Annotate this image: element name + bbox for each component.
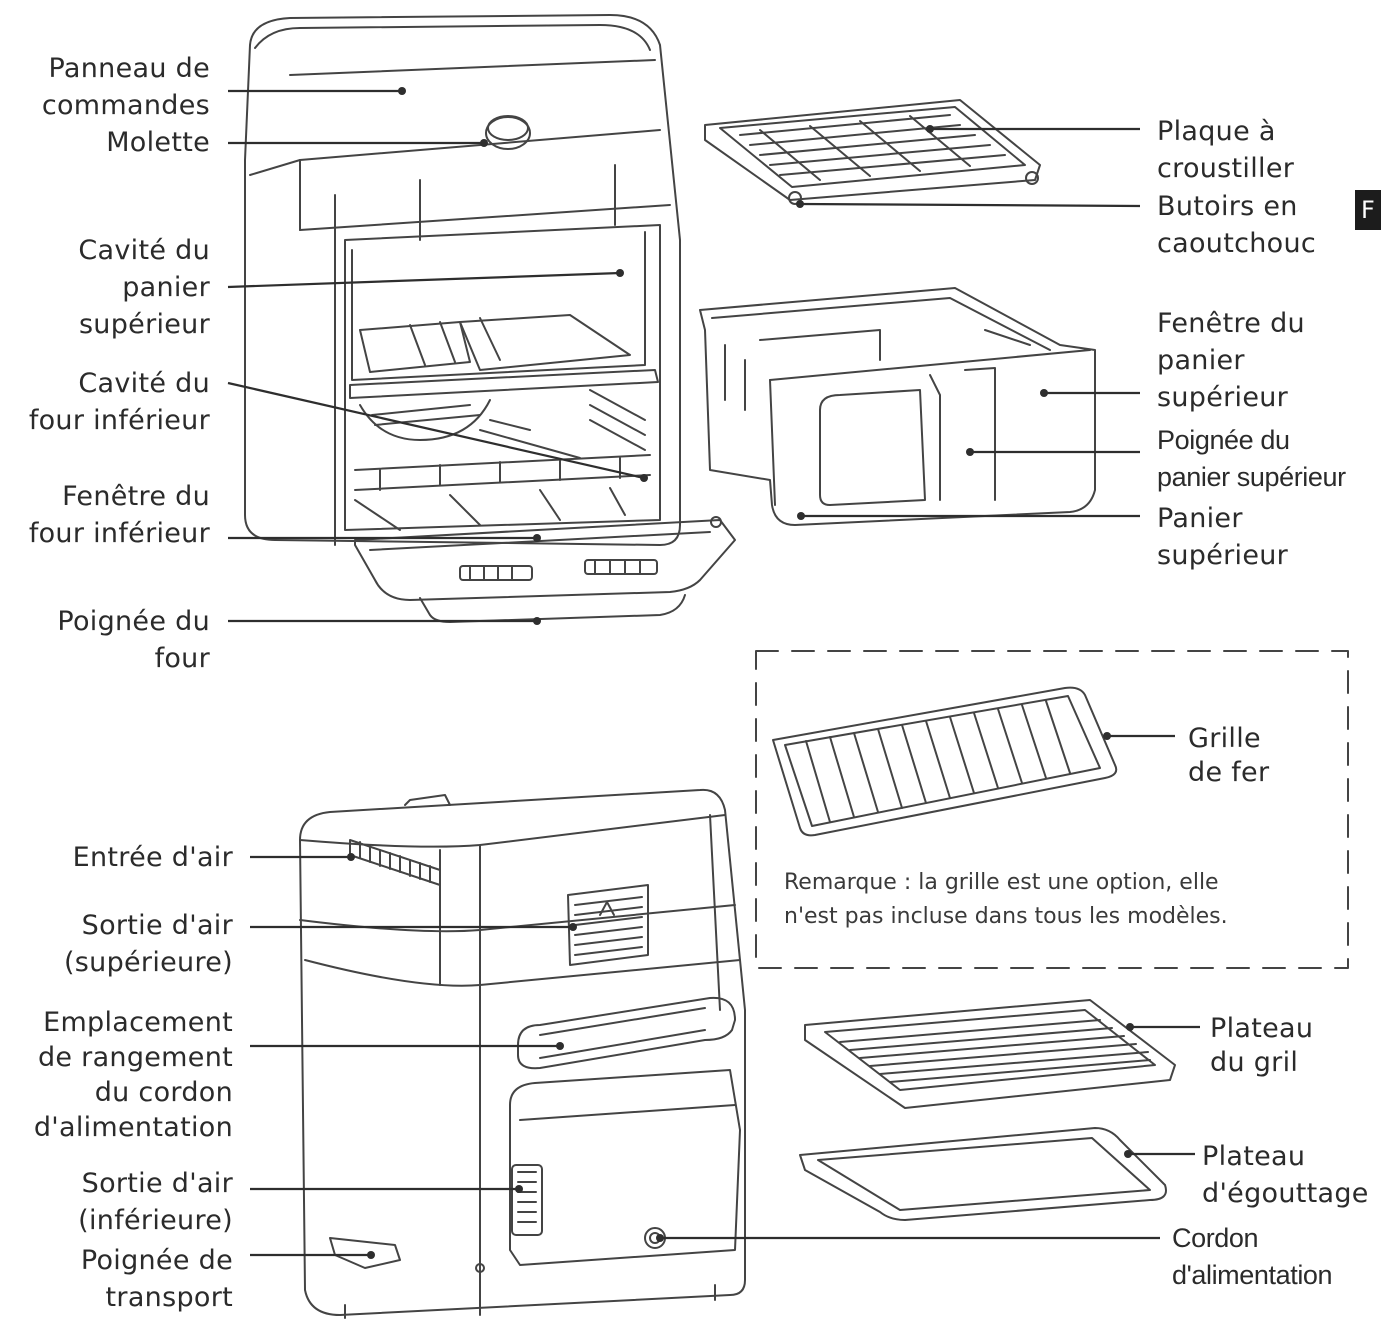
language-tab: F xyxy=(1355,190,1381,230)
air-fryer-rear-illustration xyxy=(299,788,746,1319)
iron-grill-illustration xyxy=(772,686,1118,837)
label-air-inlet: Entrée d'air xyxy=(72,842,233,873)
optional-grill-note: Remarque : la grille est une option, ell… xyxy=(784,870,1228,929)
air-fryer-front-illustration xyxy=(244,14,736,623)
optional-accessory-box xyxy=(755,650,1349,969)
leader-lines xyxy=(227,87,1200,1259)
drip-tray-illustration xyxy=(799,1127,1167,1221)
label-upper-air-outlet: Sortie d'air(supérieure) xyxy=(63,910,233,978)
label-lower-air-outlet: Sortie d'air(inférieure) xyxy=(78,1168,233,1236)
crisper-plate-illustration xyxy=(704,99,1041,205)
upper-basket-illustration xyxy=(699,287,1096,526)
grill-plate-illustration xyxy=(804,999,1176,1109)
label-knob: Molette xyxy=(106,127,210,158)
